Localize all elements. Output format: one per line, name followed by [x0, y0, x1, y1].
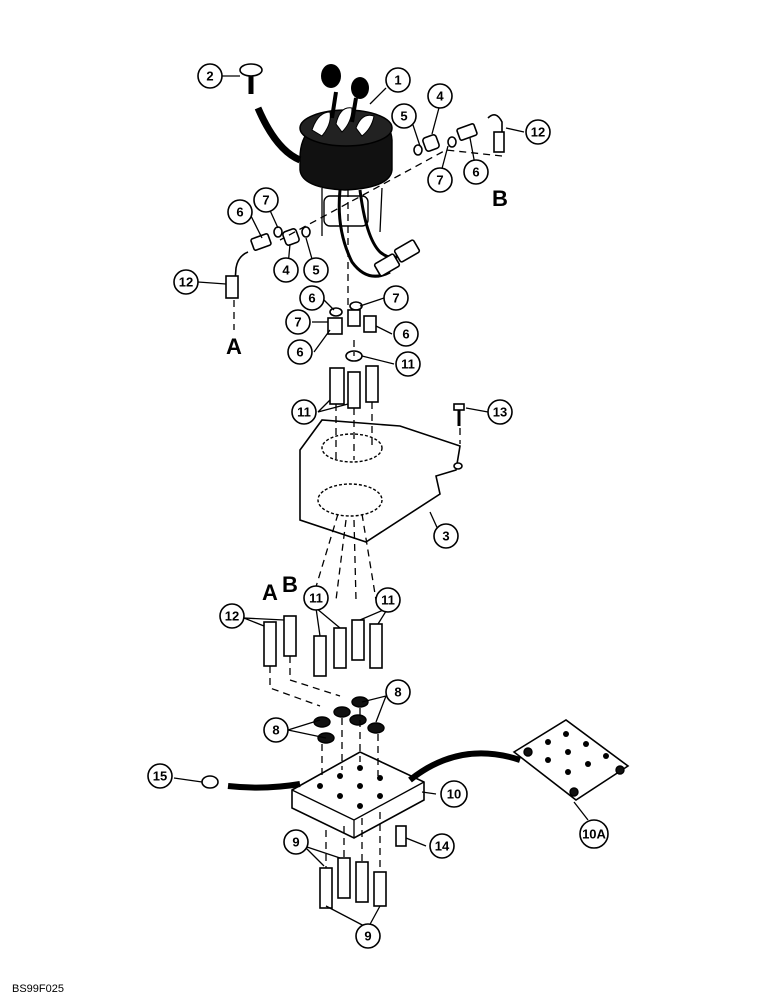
connection-letters: B A A B	[226, 186, 508, 605]
svg-text:2: 2	[206, 69, 213, 84]
nuts-part-8	[313, 696, 385, 744]
screw-part-14	[395, 825, 407, 847]
svg-text:6: 6	[472, 165, 479, 180]
callout-9: 9	[283, 829, 309, 855]
callout-12: 12	[173, 269, 199, 295]
svg-text:7: 7	[294, 315, 301, 330]
svg-text:4: 4	[436, 89, 444, 104]
letter-a-lower: A	[262, 580, 278, 605]
plug-part-15	[201, 775, 219, 789]
leader-lines	[173, 75, 589, 929]
svg-text:8: 8	[394, 685, 401, 700]
mounting-plate-part-3	[299, 419, 463, 543]
svg-text:12: 12	[179, 275, 193, 290]
callout-10: 10	[440, 780, 468, 808]
callout-11: 11	[395, 351, 421, 377]
svg-text:10: 10	[447, 787, 461, 802]
callout-6: 6	[299, 285, 325, 311]
svg-text:13: 13	[493, 405, 507, 420]
svg-text:1: 1	[394, 73, 401, 88]
svg-text:6: 6	[236, 205, 243, 220]
callout-7: 7	[383, 285, 409, 311]
callout-3: 3	[433, 523, 459, 549]
svg-text:6: 6	[402, 327, 409, 342]
svg-text:11: 11	[297, 405, 311, 420]
letter-b-lower: B	[282, 572, 298, 597]
callout-4: 4	[273, 257, 299, 283]
callout-6: 6	[463, 159, 489, 185]
letter-b-top: B	[492, 186, 508, 211]
assembly-arrow-to-15	[227, 781, 301, 791]
callout-12: 12	[525, 119, 551, 145]
svg-text:7: 7	[392, 291, 399, 306]
callout-10A: 10A	[579, 819, 609, 849]
bolt-part-13	[453, 403, 465, 426]
callout-6: 6	[227, 199, 253, 225]
svg-text:11: 11	[309, 591, 323, 606]
figure-code: BS99F025	[12, 983, 64, 995]
assembly-arrow-to-10A	[408, 750, 521, 783]
callout-9: 9	[355, 923, 381, 949]
plate-part-10A	[512, 719, 630, 801]
right-fittings-group	[413, 114, 505, 156]
svg-text:7: 7	[262, 193, 269, 208]
svg-text:4: 4	[282, 263, 290, 278]
fittings-part-9	[319, 857, 387, 909]
svg-text:9: 9	[364, 929, 371, 944]
callout-14: 14	[429, 833, 455, 859]
callout-5: 5	[303, 257, 329, 283]
svg-text:9: 9	[292, 835, 299, 850]
svg-text:5: 5	[312, 263, 319, 278]
callout-13: 13	[487, 399, 513, 425]
callout-12: 12	[219, 603, 245, 629]
svg-text:12: 12	[225, 609, 239, 624]
callout-4: 4	[427, 83, 453, 109]
svg-text:3: 3	[442, 529, 449, 544]
svg-text:6: 6	[296, 345, 303, 360]
callout-2: 2	[197, 63, 223, 89]
callout-8: 8	[263, 717, 289, 743]
screw-part-2	[239, 63, 263, 94]
dashed-guide-lines	[233, 149, 503, 872]
callout-7: 7	[253, 187, 279, 213]
svg-text:14: 14	[435, 839, 450, 854]
callout-7: 7	[427, 167, 453, 193]
svg-text:12: 12	[531, 125, 545, 140]
svg-text:15: 15	[153, 769, 167, 784]
callout-6: 6	[287, 339, 313, 365]
lower-fittings-group	[263, 615, 383, 677]
center-fittings-stack	[327, 301, 379, 409]
callout-6: 6	[393, 321, 419, 347]
svg-text:10A: 10A	[582, 827, 606, 842]
svg-text:5: 5	[400, 109, 407, 124]
callout-11: 11	[291, 399, 317, 425]
svg-text:6: 6	[308, 291, 315, 306]
callout-5: 5	[391, 103, 417, 129]
manifold-block-part-10	[291, 751, 425, 839]
callout-15: 15	[147, 763, 173, 789]
callout-7: 7	[285, 309, 311, 335]
callout-1: 1	[385, 67, 411, 93]
svg-text:11: 11	[401, 357, 415, 372]
left-fittings-group	[225, 226, 311, 299]
letter-a-left: A	[226, 334, 242, 359]
svg-text:8: 8	[272, 723, 279, 738]
svg-text:11: 11	[381, 593, 395, 608]
callout-11: 11	[375, 587, 401, 613]
callout-11: 11	[303, 585, 329, 611]
callout-8: 8	[385, 679, 411, 705]
joystick-control-assembly	[254, 64, 421, 278]
svg-text:7: 7	[436, 173, 443, 188]
